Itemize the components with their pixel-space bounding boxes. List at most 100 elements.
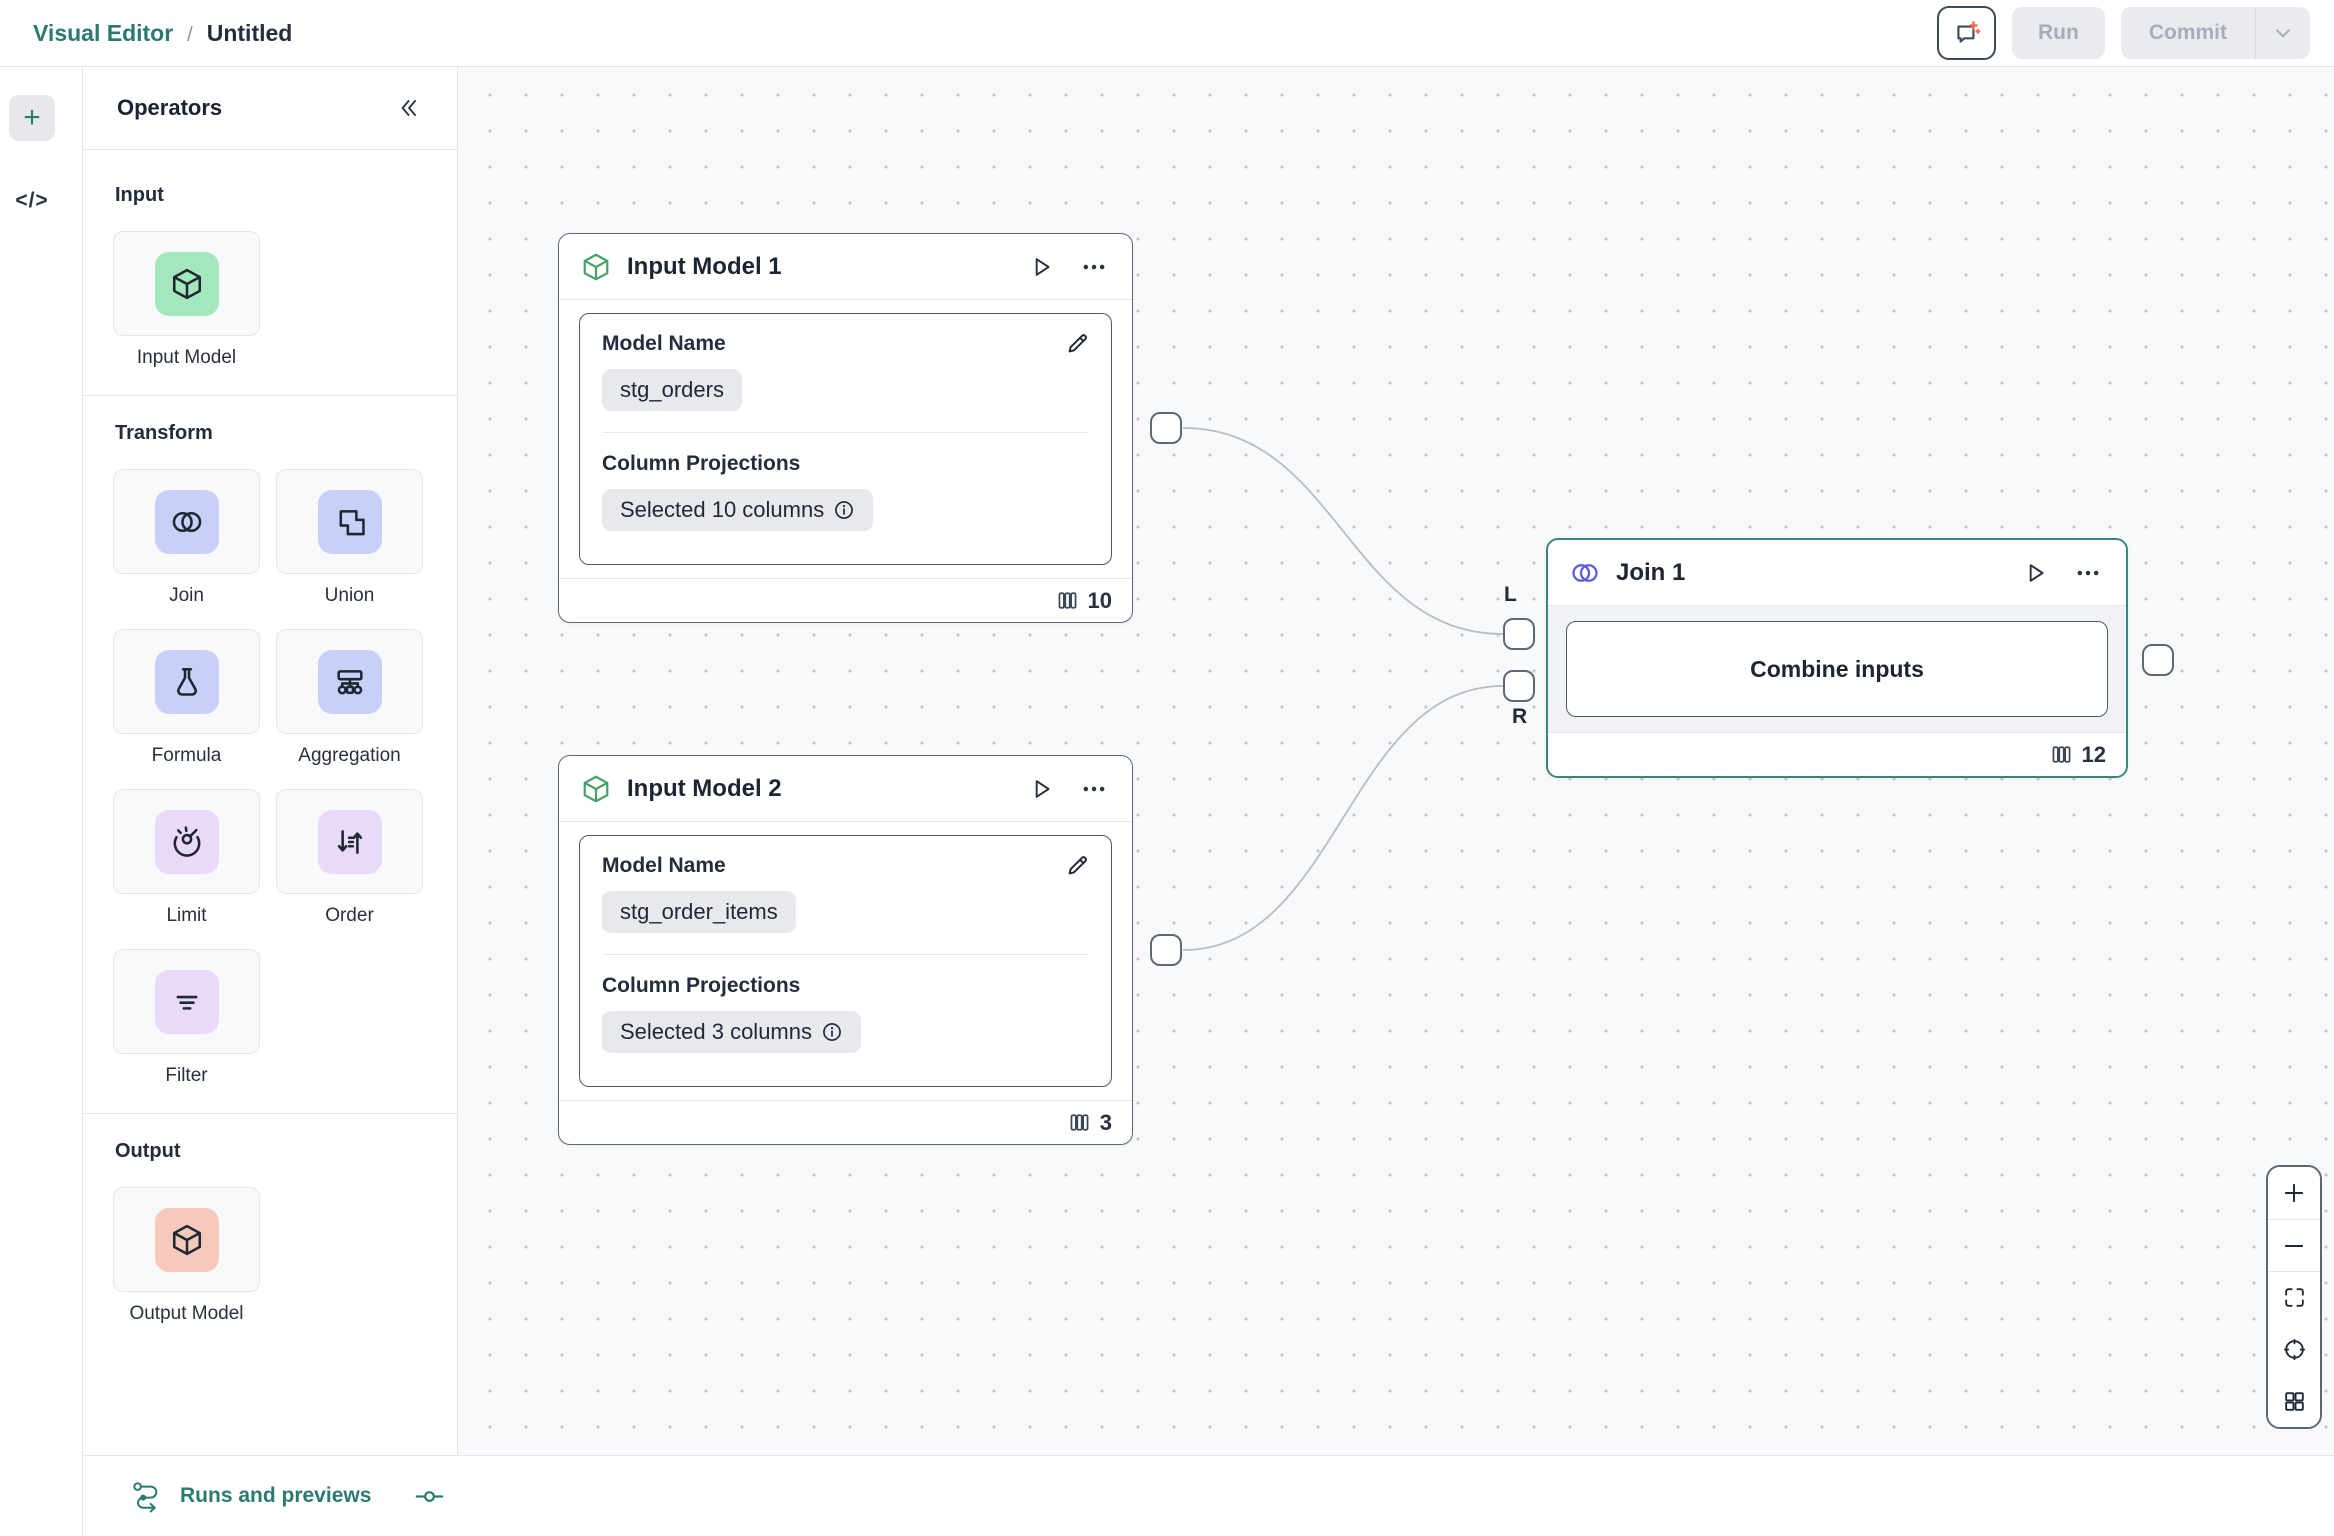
- operator-aggregation[interactable]: Aggregation: [276, 629, 423, 767]
- node-header: Input Model 1: [559, 234, 1132, 300]
- port-join-left-input[interactable]: [1503, 618, 1535, 650]
- edit-pencil-icon[interactable]: [1065, 852, 1091, 878]
- operator-limit[interactable]: Limit: [113, 789, 260, 927]
- node-footer: 10: [559, 578, 1132, 622]
- operator-label: Formula: [151, 745, 222, 766]
- zoom-in-button[interactable]: [2268, 1167, 2320, 1219]
- collapse-panel-button[interactable]: [395, 95, 421, 121]
- cube-icon: [154, 251, 219, 316]
- edge-layer: [1182, 427, 1504, 951]
- cube-icon: [154, 1207, 219, 1272]
- node-config-card: Model Name stg_orders Column Projections…: [579, 313, 1112, 565]
- operators-panel-header: Operators: [83, 67, 457, 150]
- plus-icon: [2281, 1180, 2307, 1206]
- filter-lines-icon: [154, 969, 219, 1034]
- operator-card: [113, 1187, 260, 1292]
- commit-dropdown-button[interactable]: [2256, 7, 2310, 59]
- node-footer: 3: [559, 1100, 1132, 1144]
- operators-panel-body: Input Input Model Transform Join: [83, 150, 457, 1325]
- aggregation-icon: [317, 649, 382, 714]
- info-icon[interactable]: [833, 499, 855, 521]
- combine-inputs-button[interactable]: Combine inputs: [1566, 621, 2108, 717]
- zoom-out-button[interactable]: [2268, 1219, 2320, 1271]
- grid-icon: [2282, 1389, 2307, 1414]
- port-input-model-1-output[interactable]: [1150, 412, 1182, 444]
- play-icon[interactable]: [2022, 560, 2048, 586]
- top-header: Visual Editor / Untitled Run Commit: [0, 0, 2334, 67]
- operator-card: [113, 231, 260, 336]
- operator-card: [113, 469, 260, 574]
- cube-icon: [581, 774, 611, 804]
- node-join-1[interactable]: Join 1 Combine inputs 12: [1546, 538, 2128, 778]
- commit-button[interactable]: Commit: [2148, 21, 2227, 44]
- flow-canvas[interactable]: Input Model 1 Model Name stg_orders Colu…: [458, 67, 2334, 1455]
- run-button[interactable]: Run: [2012, 7, 2105, 59]
- edge-im1-to-join-left[interactable]: [1182, 427, 1504, 635]
- center-view-button[interactable]: [2268, 1323, 2320, 1375]
- column-count: 10: [1087, 587, 1112, 613]
- node-body: Combine inputs: [1548, 606, 2126, 732]
- model-name-label: Model Name: [602, 854, 726, 877]
- node-input-model-1[interactable]: Input Model 1 Model Name stg_orders Colu…: [558, 233, 1133, 623]
- more-options-icon[interactable]: [1080, 775, 1108, 803]
- port-join-output[interactable]: [2142, 644, 2174, 676]
- model-name-value[interactable]: stg_orders: [602, 369, 742, 411]
- comment-sparkle-icon: [1952, 18, 1982, 48]
- plus-icon: +: [23, 101, 41, 134]
- operator-output-model[interactable]: Output Model: [113, 1187, 260, 1325]
- operator-card: [276, 789, 423, 894]
- operator-label: Union: [324, 585, 375, 606]
- field-divider: [602, 432, 1089, 433]
- fit-view-button[interactable]: [2268, 1271, 2320, 1323]
- preview-toggle-icon[interactable]: [415, 1482, 444, 1511]
- port-input-model-2-output[interactable]: [1150, 934, 1182, 966]
- columns-icon: [1056, 589, 1079, 612]
- document-title: Untitled: [206, 19, 293, 46]
- more-options-icon[interactable]: [2074, 559, 2102, 587]
- feedback-comment-button[interactable]: [1937, 6, 1996, 60]
- breadcrumb-separator: /: [187, 23, 193, 46]
- info-icon[interactable]: [821, 1021, 843, 1043]
- operator-card: [276, 469, 423, 574]
- operator-union[interactable]: Union: [276, 469, 423, 607]
- operator-formula[interactable]: Formula: [113, 629, 260, 767]
- panel-divider: [83, 1113, 457, 1114]
- edit-pencil-icon[interactable]: [1065, 330, 1091, 356]
- breadcrumb-app-link[interactable]: Visual Editor: [33, 19, 174, 46]
- panel-divider: [83, 395, 457, 396]
- operator-filter[interactable]: Filter: [113, 949, 260, 1087]
- header-actions: Run Commit: [1937, 6, 2310, 60]
- field-divider: [602, 954, 1089, 955]
- operator-label: Aggregation: [298, 745, 401, 766]
- operator-label: Join: [169, 585, 204, 606]
- column-projections-value[interactable]: Selected 10 columns: [602, 489, 874, 531]
- play-icon[interactable]: [1028, 776, 1054, 802]
- model-name-value[interactable]: stg_order_items: [602, 891, 796, 933]
- column-projections-label: Column Projections: [602, 974, 801, 997]
- projections-text: Selected 10 columns: [620, 497, 825, 522]
- operator-card: [113, 949, 260, 1054]
- code-view-button[interactable]: </>: [15, 189, 49, 212]
- column-projections-value[interactable]: Selected 3 columns: [602, 1011, 861, 1053]
- sort-arrows-icon: [317, 809, 382, 874]
- play-icon[interactable]: [1028, 254, 1054, 280]
- node-title: Input Model 1: [627, 252, 782, 280]
- operator-order[interactable]: Order: [276, 789, 423, 927]
- port-join-right-input[interactable]: [1503, 670, 1535, 702]
- double-chevron-left-icon: [395, 95, 421, 121]
- add-operator-rail-button[interactable]: +: [9, 95, 55, 141]
- layout-grid-button[interactable]: [2268, 1375, 2320, 1427]
- more-options-icon[interactable]: [1080, 253, 1108, 281]
- operator-input-model[interactable]: Input Model: [113, 231, 260, 369]
- bottom-bar: Runs and previews: [83, 1455, 2334, 1536]
- node-footer: 12: [1548, 732, 2126, 776]
- operator-join[interactable]: Join: [113, 469, 260, 607]
- target-icon: [2282, 1337, 2307, 1362]
- node-title: Join 1: [1616, 558, 1686, 586]
- projections-text: Selected 3 columns: [620, 1019, 812, 1044]
- node-config-card: Model Name stg_order_items Column Projec…: [579, 835, 1112, 1087]
- node-input-model-2[interactable]: Input Model 2 Model Name stg_order_items…: [558, 755, 1133, 1145]
- runs-and-previews-button[interactable]: Runs and previews: [132, 1480, 371, 1513]
- join-left-port-label: L: [1504, 583, 1517, 606]
- edge-im2-to-join-right[interactable]: [1182, 685, 1504, 951]
